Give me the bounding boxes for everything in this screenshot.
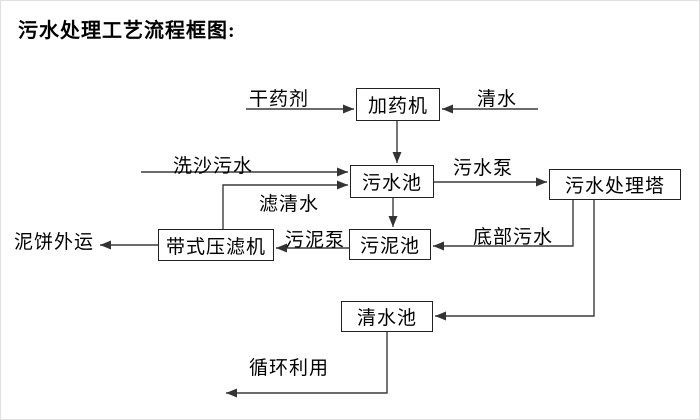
node-sewage-pool: 污水池 xyxy=(350,165,434,198)
flow-label-bottom-sewage: 底部污水 xyxy=(473,227,554,248)
node-sludge-pool: 污泥池 xyxy=(349,229,431,260)
flow-label-sludge-pump: 污泥泵 xyxy=(285,230,346,251)
flow-label-mud-cake-out: 泥饼外运 xyxy=(14,232,95,253)
flow-label-clean-water-in: 清水 xyxy=(477,89,518,110)
node-sewage-treatment-tower: 污水处理塔 xyxy=(549,169,681,200)
flow-label-sewage-pump: 污水泵 xyxy=(453,158,514,179)
flow-label-sand-wash-sewage: 洗沙污水 xyxy=(173,156,254,177)
flow-label-dry-agent: 干药剂 xyxy=(249,89,310,110)
connector-filtered-water-to-pool xyxy=(222,180,348,229)
connector-bottom-sewage-to-sludge xyxy=(433,200,574,251)
node-clean-water-pool: 清水池 xyxy=(341,301,433,332)
page-title: 污水处理工艺流程框图: xyxy=(18,20,236,42)
node-dosing-machine: 加药机 xyxy=(356,88,440,121)
connector-clean-pool-to-recycle xyxy=(226,332,388,398)
flow-label-filtered-water: 滤清水 xyxy=(259,194,320,215)
node-belt-filter-press: 带式压滤机 xyxy=(158,229,274,261)
connector-tower-to-clean-pool xyxy=(435,200,595,321)
flow-label-recycle-use: 循环利用 xyxy=(249,358,330,379)
